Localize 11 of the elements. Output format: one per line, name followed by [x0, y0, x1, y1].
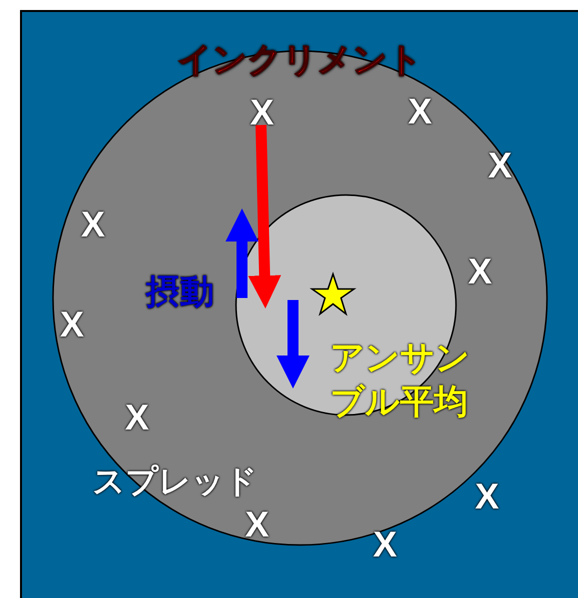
x-mark: X — [468, 250, 492, 294]
x-mark: X — [408, 90, 432, 134]
perturbation-label: 摂動 — [146, 272, 214, 313]
x-mark: X — [250, 90, 274, 135]
x-mark: X — [81, 202, 105, 247]
x-mark: X — [488, 144, 512, 188]
x-mark: X — [125, 396, 149, 440]
x-mark: X — [245, 502, 269, 547]
x-mark: X — [60, 302, 84, 347]
x-mark: X — [475, 474, 499, 519]
x-mark: X — [373, 522, 397, 567]
